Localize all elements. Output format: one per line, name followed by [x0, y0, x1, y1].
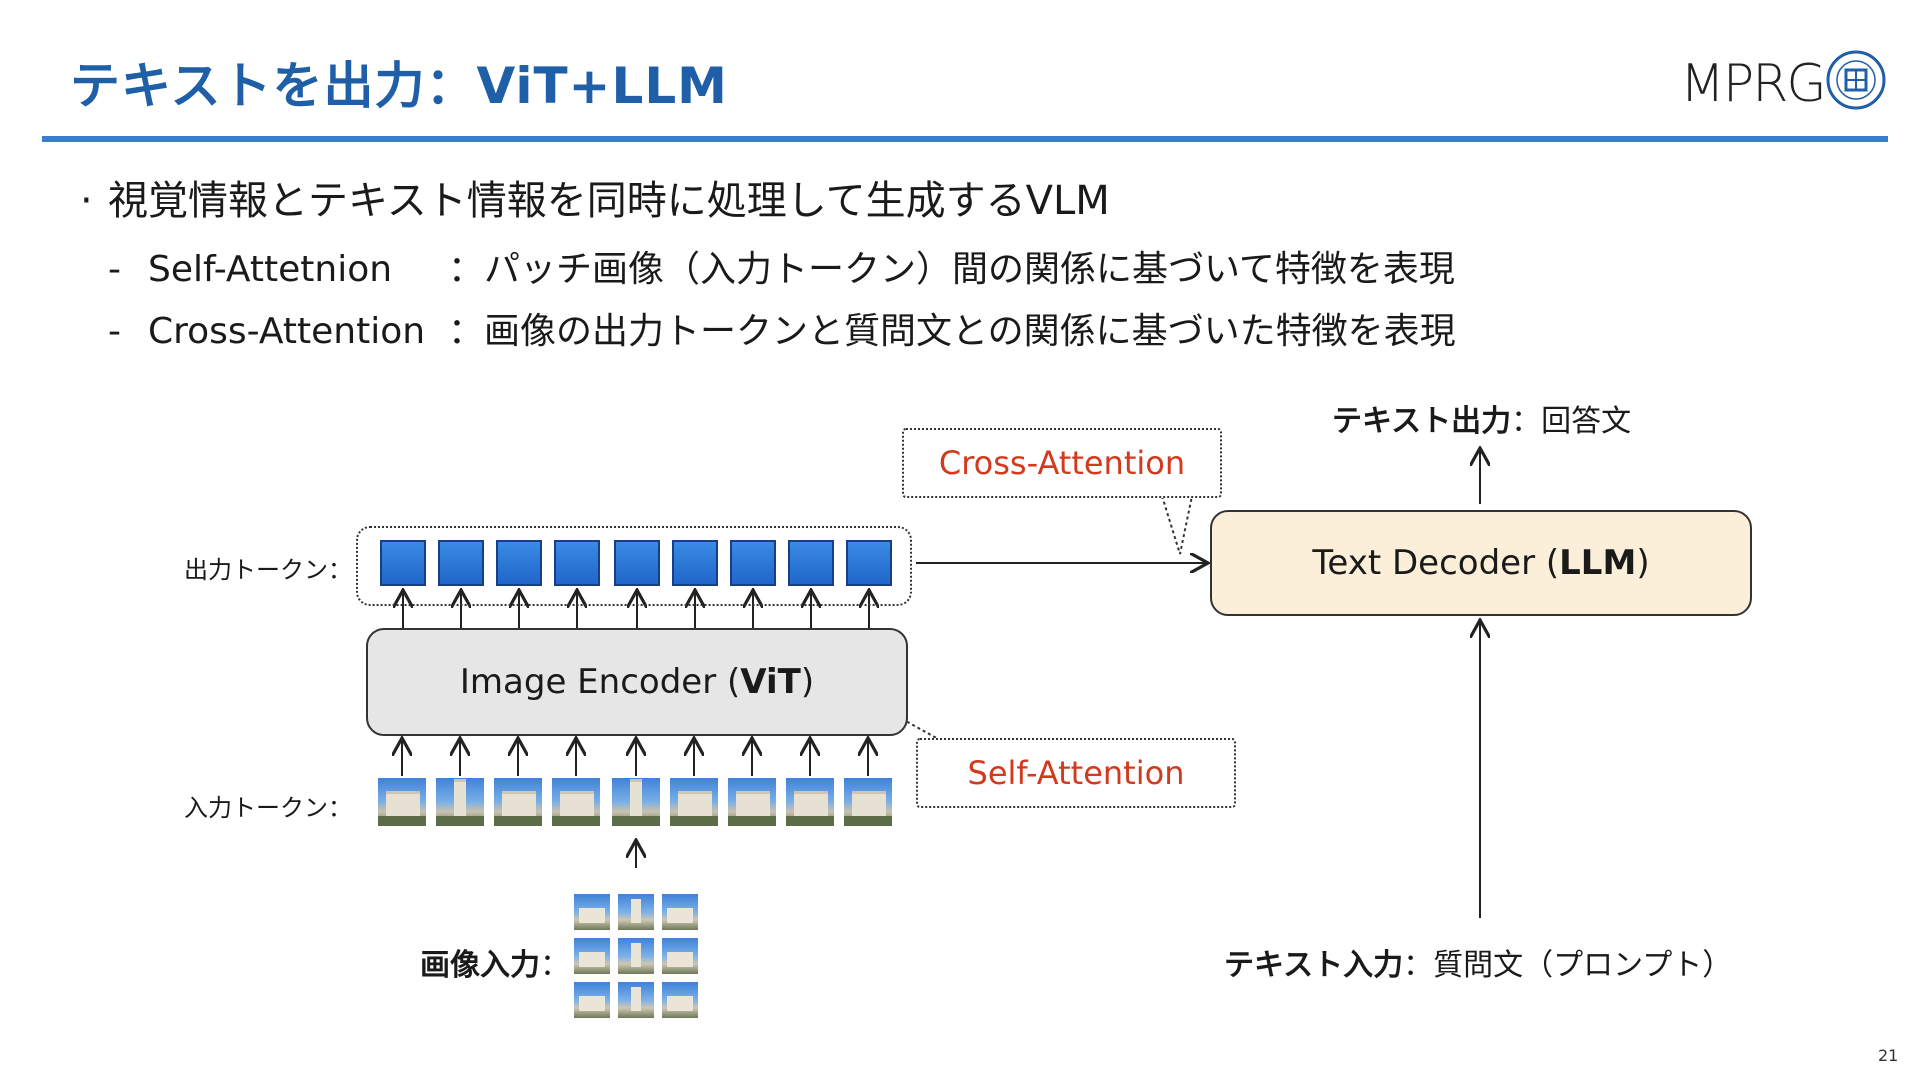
- patch-building: [502, 791, 536, 816]
- decoder-label-close: ): [1636, 543, 1650, 583]
- image-input-label-rest: ：: [540, 948, 570, 983]
- decoder-label-bold: LLM: [1559, 543, 1637, 583]
- sub-bullet-desc: ：パッチ画像（入力トークン）間の関係に基づいて特徴を表現: [448, 249, 1455, 290]
- image-grid-patch: [574, 982, 610, 1018]
- output-token: [614, 540, 660, 586]
- text-input-label: テキスト入力：質問文（プロンプト）: [1224, 940, 1732, 984]
- patch-ground: [494, 816, 542, 826]
- patch-ground: [728, 816, 776, 826]
- sub-bullet-term: Self-Attetnion: [148, 249, 393, 290]
- text-input-label-rest: ：質問文（プロンプト）: [1403, 948, 1733, 983]
- grid-patch-building: [667, 952, 693, 967]
- patch-building: [560, 791, 594, 816]
- title-divider: [42, 136, 1888, 142]
- input-patch: [494, 778, 542, 826]
- patch-building: [454, 779, 466, 816]
- grid-patch-building: [579, 952, 605, 967]
- output-token: [846, 540, 892, 586]
- patch-ground: [612, 816, 660, 826]
- image-grid-patch: [662, 938, 698, 974]
- input-patch: [728, 778, 776, 826]
- logo-text: MPRG: [1680, 54, 1827, 114]
- patch-ground: [436, 816, 484, 826]
- image-input-label: 画像入力：: [420, 940, 570, 984]
- output-token: [496, 540, 542, 586]
- text-output-label: テキスト出力：回答文: [1332, 396, 1631, 440]
- input-patch: [844, 778, 892, 826]
- mprg-logo: MPRG: [1680, 48, 1886, 114]
- image-grid-patch: [662, 982, 698, 1018]
- encoder-label-bold: ViT: [740, 662, 801, 702]
- image-grid-patch: [574, 938, 610, 974]
- patch-ground: [552, 816, 600, 826]
- patch-building: [630, 779, 642, 816]
- input-patch: [378, 778, 426, 826]
- page-title: テキストを出力：ViT+LLM: [70, 57, 728, 115]
- grid-patch-building: [579, 996, 605, 1011]
- patch-building: [678, 791, 712, 816]
- sub-bullet-dash: -: [108, 311, 121, 352]
- image-grid-patch: [618, 938, 654, 974]
- output-token: [788, 540, 834, 586]
- cross-attention-callout-tail: [1161, 495, 1193, 555]
- cross-attention-callout: Cross-Attention: [902, 428, 1222, 498]
- sub-bullet-dash: -: [108, 249, 121, 290]
- grid-patch-building: [667, 996, 693, 1011]
- input-tokens-label: 入力トークン：: [184, 794, 352, 822]
- grid-patch-building: [631, 987, 641, 1011]
- output-token: [380, 540, 426, 586]
- self-attention-callout: Self-Attention: [916, 738, 1236, 808]
- encoder-label-close: ): [800, 662, 815, 702]
- patch-ground: [670, 816, 718, 826]
- output-tokens-label: 出力トークン：: [184, 556, 352, 584]
- grid-patch-building: [631, 899, 641, 923]
- output-token: [554, 540, 600, 586]
- output-tokens-frame: [356, 526, 912, 606]
- text-input-label-bold: テキスト入力: [1224, 948, 1404, 983]
- decoder-label: Text Decoder (: [1312, 543, 1560, 583]
- text-output-label-bold: テキスト出力: [1332, 404, 1512, 439]
- input-patch: [670, 778, 718, 826]
- image-grid-patch: [662, 894, 698, 930]
- input-patch: [786, 778, 834, 826]
- bullet-main-text: 視覚情報とテキスト情報を同時に処理して生成するVLM: [108, 178, 1110, 224]
- patch-ground: [844, 816, 892, 826]
- input-patch: [552, 778, 600, 826]
- input-patch: [612, 778, 660, 826]
- page-number: 21: [1878, 1046, 1899, 1065]
- image-encoder-box: Image Encoder (ViT): [366, 628, 908, 736]
- patch-building: [852, 791, 886, 816]
- patch-ground: [786, 816, 834, 826]
- text-output-label-rest: ：回答文: [1511, 404, 1632, 439]
- image-grid-patch: [618, 894, 654, 930]
- input-patch: [436, 778, 484, 826]
- grid-patch-building: [667, 908, 693, 923]
- encoder-label: Image Encoder (: [459, 662, 741, 702]
- grid-patch-building: [631, 943, 641, 967]
- bullet-main: · 視覚情報とテキスト情報を同時に処理して生成するVLM: [80, 168, 1110, 226]
- image-grid-patch: [574, 894, 610, 930]
- sub-bullet-term: Cross-Attention: [148, 311, 426, 352]
- output-token: [730, 540, 776, 586]
- patch-ground: [378, 816, 426, 826]
- output-token: [672, 540, 718, 586]
- text-decoder-box: Text Decoder (LLM): [1210, 510, 1752, 616]
- patch-building: [794, 791, 828, 816]
- image-input-label-bold: 画像入力: [420, 948, 540, 983]
- patch-building: [736, 791, 770, 816]
- bullet-dot: ·: [80, 178, 93, 224]
- output-token: [438, 540, 484, 586]
- sub-bullet-desc: ：画像の出力トークンと質問文との関係に基づいた特徴を表現: [448, 311, 1456, 352]
- image-grid-patch: [618, 982, 654, 1018]
- patch-building: [386, 791, 420, 816]
- patch-to-encoder-arrows: [402, 740, 868, 776]
- grid-patch-building: [579, 908, 605, 923]
- university-seal-icon: [1826, 50, 1886, 110]
- sub-bullet-self-attention: -Self-Attetnion ：パッチ画像（入力トークン）間の関係に基づいて特徴…: [108, 240, 1455, 292]
- encoder-to-token-arrows: [403, 592, 869, 628]
- sub-bullet-cross-attention: -Cross-Attention ：画像の出力トークンと質問文との関係に基づいた特…: [108, 302, 1456, 354]
